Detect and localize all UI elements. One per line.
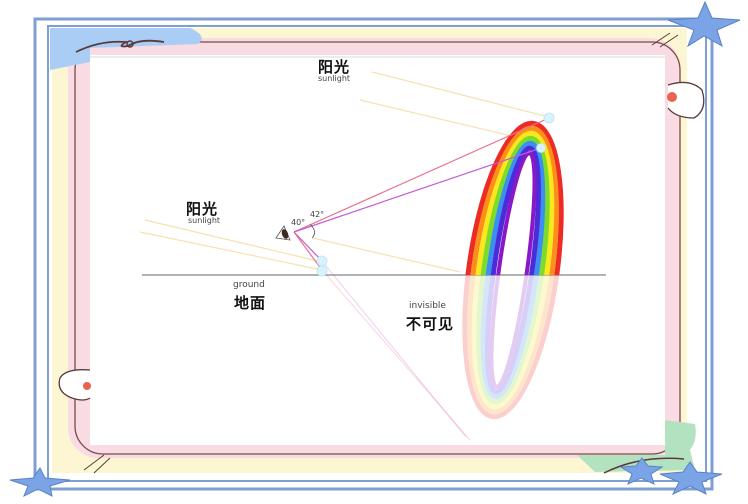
invisible-label-zh: 不可见: [406, 315, 455, 333]
invisible-label-en: invisible: [409, 301, 446, 311]
rainbow-invisible: [462, 275, 564, 420]
angle-arc: [309, 223, 315, 239]
water-droplets: [316, 112, 555, 277]
sunlight-label-top-en: sunlight: [318, 74, 351, 83]
eye-icon: [275, 225, 291, 241]
sunlight-label-left-zh: 阳光: [186, 200, 219, 218]
angle-label-42: 42°: [310, 210, 325, 219]
sunlight-label-top-zh: 阳光: [318, 58, 351, 76]
light-rays: [293, 117, 550, 441]
rainbow-visible: [462, 120, 564, 275]
sun-rays: [139, 71, 550, 273]
frame-ticks: [83, 32, 679, 474]
angle-label-40: 40°: [291, 218, 306, 227]
face-doodle-right: [667, 81, 705, 119]
corner-cloud-top-left: [50, 28, 202, 70]
ground-label-en: ground: [233, 280, 265, 290]
decorative-frame: [33, 17, 714, 491]
star-icon: [9, 0, 741, 498]
sunlight-label-left-en: sunlight: [188, 216, 221, 225]
face-doodle-left: [58, 369, 91, 401]
ground-label-zh: 地面: [234, 294, 267, 312]
